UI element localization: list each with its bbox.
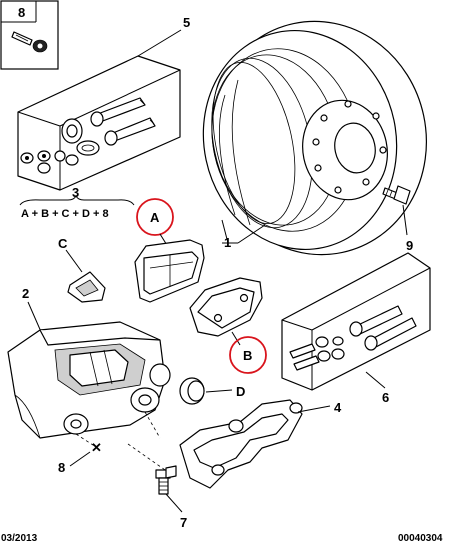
cross-marker: ✕ <box>91 440 102 455</box>
mount-bolt-8: ✕ 8 <box>58 440 102 475</box>
brake-pad-outer <box>189 277 263 346</box>
callout-6: 6 <box>382 390 389 405</box>
callout-8-inset: 8 <box>18 5 25 20</box>
brake-pad-inner <box>134 239 205 303</box>
callout-2: 2 <box>22 286 29 301</box>
stud-holes <box>312 100 387 194</box>
bushing-icon <box>289 336 345 371</box>
bracket-bolt-7: 7 <box>127 443 187 530</box>
kit-formula-3: 3 A + B + C + D + 8 <box>19 185 135 220</box>
callout-9: 9 <box>406 238 413 253</box>
bolt-icon <box>155 465 177 495</box>
callout-5: 5 <box>183 15 190 30</box>
highlight-A: A <box>136 198 174 251</box>
callout-B: B <box>243 348 252 363</box>
bushing-icon <box>20 150 79 174</box>
seal-ring-icon <box>61 118 100 156</box>
bolt-icon <box>11 31 48 53</box>
highlight-B: B <box>229 336 267 374</box>
brake-caliper: 2 <box>7 286 171 448</box>
callout-7: 7 <box>180 515 187 530</box>
wheel-stud-9: 9 <box>382 185 413 253</box>
caliper-bracket: 4 <box>179 399 342 489</box>
callout-8: 8 <box>58 460 65 475</box>
stud-icon <box>382 185 411 205</box>
piston-dust-cap: D <box>179 377 245 405</box>
callout-1: 1 <box>224 235 231 250</box>
callout-4: 4 <box>334 400 342 415</box>
guide-bolt-icon <box>349 305 417 351</box>
guide-bolt-icon <box>90 97 156 146</box>
callout-C: C <box>58 236 68 251</box>
kit-box-6: 6 <box>281 252 431 405</box>
callout-3: 3 <box>72 185 79 200</box>
brake-disc: 1 <box>202 20 428 256</box>
footer-reference: 00040304 <box>398 533 443 544</box>
inset-bolt-8: 8 <box>0 0 59 70</box>
callout-D: D <box>236 384 245 399</box>
callout-A: A <box>150 210 160 225</box>
kit-formula: A + B + C + D + 8 <box>21 208 109 220</box>
footer-date: 03/2013 <box>1 533 38 544</box>
anti-rattle-clip: C <box>58 236 106 303</box>
kit-box-5: 5 <box>17 15 190 191</box>
